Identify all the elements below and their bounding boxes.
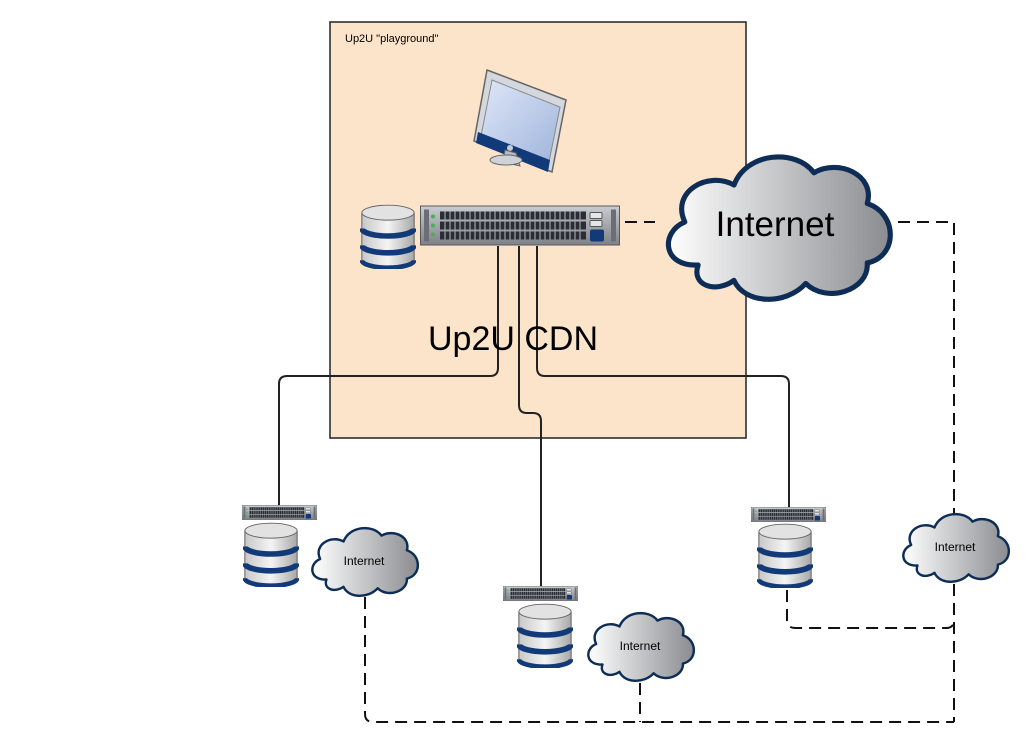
left-storage-icon <box>245 523 297 586</box>
link-left-internet <box>364 597 954 723</box>
cdn-label: Up2U CDN <box>428 320 598 358</box>
center-switch-icon[interactable] <box>502 586 579 601</box>
right-switch-icon[interactable] <box>750 507 827 522</box>
main-storage-icon <box>362 205 414 268</box>
link-main-to-right <box>536 246 790 509</box>
center-internet-label: Internet <box>620 639 661 653</box>
right-storage-icon <box>759 524 811 587</box>
center-storage-icon <box>519 604 571 667</box>
link-right-storage-to-cloud <box>786 590 955 629</box>
monitor-icon <box>473 68 567 174</box>
left-switch-icon[interactable] <box>241 505 318 520</box>
link-main-to-left <box>278 246 499 507</box>
solid-links <box>278 246 790 588</box>
link-main-to-center <box>518 246 542 588</box>
right-internet-label: Internet <box>935 540 976 554</box>
playground-label: Up2U "playground" <box>345 33 439 45</box>
main-internet-label: Internet <box>716 205 835 244</box>
left-internet-label: Internet <box>344 554 385 568</box>
link-internet-backbone <box>898 221 955 722</box>
main-switch-icon[interactable] <box>420 205 620 246</box>
